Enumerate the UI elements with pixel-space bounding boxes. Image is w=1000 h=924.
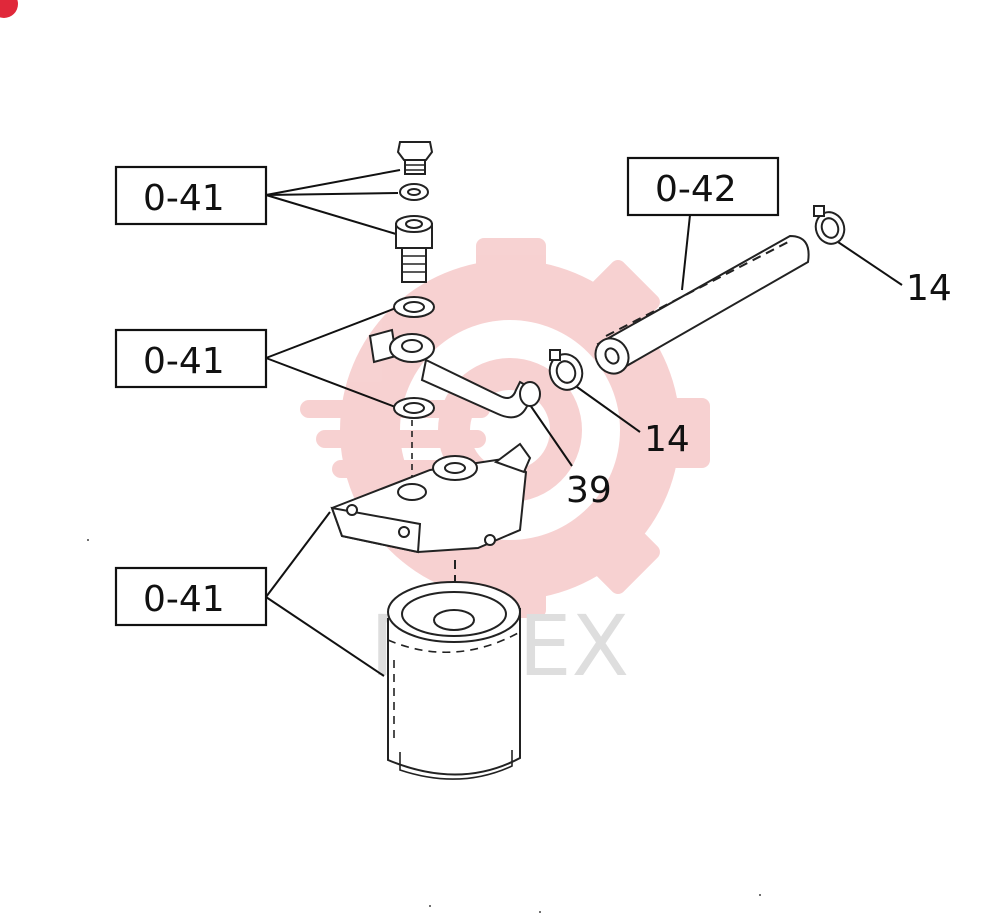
scan-marks [87, 539, 761, 913]
callout-label-top: 0-41 [143, 178, 225, 219]
gasket-upper-part [393, 296, 435, 318]
corner-marker-icon [0, 0, 18, 18]
union-screw-part [395, 215, 433, 283]
gasket-lower-part [393, 397, 435, 482]
ref-number-14-top: 14 [906, 268, 952, 309]
leader-lines [265, 169, 903, 677]
hose-clamp-top-part [813, 205, 846, 245]
oil-pipe-part [368, 328, 541, 419]
callout-box-middle: 0-41 [114, 328, 268, 389]
ref-number-39: 39 [566, 470, 612, 511]
callout-label-bottom: 0-41 [143, 579, 225, 620]
callout-box-bottom: 0-41 [114, 566, 268, 627]
callout-box-hose: 0-42 [626, 156, 780, 217]
hose-clamp-mid-part [548, 349, 584, 391]
bolt-part [396, 141, 434, 175]
washer-small-part [399, 183, 429, 201]
hose-part [594, 234, 810, 375]
callout-label-hose: 0-42 [655, 169, 737, 210]
ref-number-14-mid: 14 [644, 419, 690, 460]
callout-box-top: 0-41 [114, 165, 268, 226]
filter-head-part [330, 442, 532, 554]
oil-filter-part [387, 581, 521, 780]
callout-label-middle: 0-41 [143, 341, 225, 382]
